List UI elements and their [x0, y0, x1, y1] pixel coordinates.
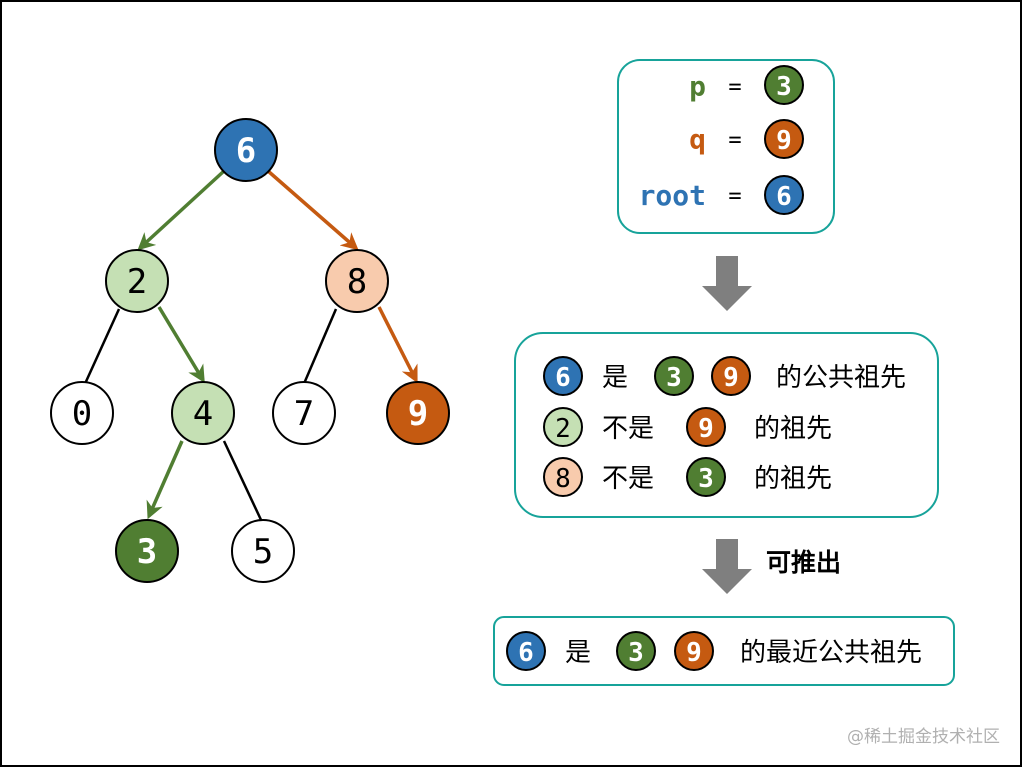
fact1-a: 3	[666, 363, 682, 393]
tree-node-0-label: 0	[72, 394, 92, 434]
tree-node-0: 0	[50, 381, 114, 445]
fact2-a: 9	[698, 414, 714, 444]
edge-4-5	[222, 440, 264, 523]
tree-node-4-label: 4	[193, 394, 213, 434]
conclusion-a: 3	[628, 638, 644, 668]
tree-node-2-label: 2	[127, 262, 147, 302]
var-q-label: q	[689, 123, 706, 156]
tree-node-6: 6	[214, 118, 278, 182]
conclusion-b: 9	[686, 638, 702, 668]
tree-node-9-label: 9	[408, 394, 428, 434]
var-p-label: p	[689, 70, 706, 103]
edge-6-8	[266, 169, 359, 251]
tree-node-7-label: 7	[294, 394, 314, 434]
fact2-tail: 的祖先	[754, 414, 832, 444]
tree-edges	[82, 169, 418, 523]
conclusion-box: 6 是 3 9 的最近公共祖先	[493, 616, 955, 686]
fact1-node: 6	[555, 363, 571, 393]
fact1-b: 9	[723, 363, 739, 393]
tree-node-3: 3	[115, 519, 179, 583]
var-root-label: root	[639, 179, 706, 212]
var-q-equals: =	[728, 128, 741, 153]
tree-node-7: 7	[272, 381, 336, 445]
fact3-tail: 的祖先	[754, 464, 832, 494]
deduce-label: 可推出	[766, 548, 841, 577]
tree-node-2: 2	[105, 249, 169, 313]
var-p-value: 3	[776, 72, 792, 102]
tree-node-8: 8	[325, 249, 389, 313]
edge-6-2	[137, 169, 226, 251]
var-q-value: 9	[776, 126, 792, 156]
tree-nodes: 6 2 8 0 4 7 9 3	[50, 118, 450, 583]
tree-node-9: 9	[386, 381, 450, 445]
tree-node-6-label: 6	[236, 131, 256, 171]
down-arrow-icon	[702, 256, 752, 311]
fact3-node: 8	[555, 464, 571, 494]
deduce-arrow-icon	[702, 539, 752, 594]
tree-node-3-label: 3	[137, 532, 157, 572]
variables-box: p = 3 q = 9 root = 6	[617, 59, 835, 234]
tree-node-4: 4	[171, 381, 235, 445]
fact1-tail: 的公共祖先	[776, 363, 906, 393]
fact3-a: 3	[698, 464, 714, 494]
edge-8-9	[377, 306, 418, 384]
edge-2-4	[157, 306, 205, 383]
watermark: @稀土掘金技术社区	[847, 727, 1000, 747]
tree-node-8-label: 8	[347, 262, 367, 302]
edge-8-7	[301, 308, 338, 387]
var-p-equals: =	[728, 75, 741, 100]
edge-4-3	[146, 440, 184, 520]
fact1-is: 是	[602, 363, 628, 393]
fact2-not: 不是	[602, 414, 654, 444]
fact3-not: 不是	[602, 464, 654, 494]
tree-node-5: 5	[231, 519, 295, 583]
var-root-equals: =	[728, 184, 741, 209]
edge-2-0	[82, 308, 121, 387]
conclusion-tail: 的最近公共祖先	[740, 638, 922, 668]
facts-box: 6 是 3 9 的公共祖先 2 不是 9 的祖先 8 不是 3 的祖先	[514, 332, 939, 518]
conclusion-is: 是	[565, 638, 591, 668]
conclusion-node: 6	[518, 638, 534, 668]
fact2-node: 2	[555, 414, 571, 444]
var-root-value: 6	[776, 182, 792, 212]
tree-node-5-label: 5	[253, 532, 273, 572]
